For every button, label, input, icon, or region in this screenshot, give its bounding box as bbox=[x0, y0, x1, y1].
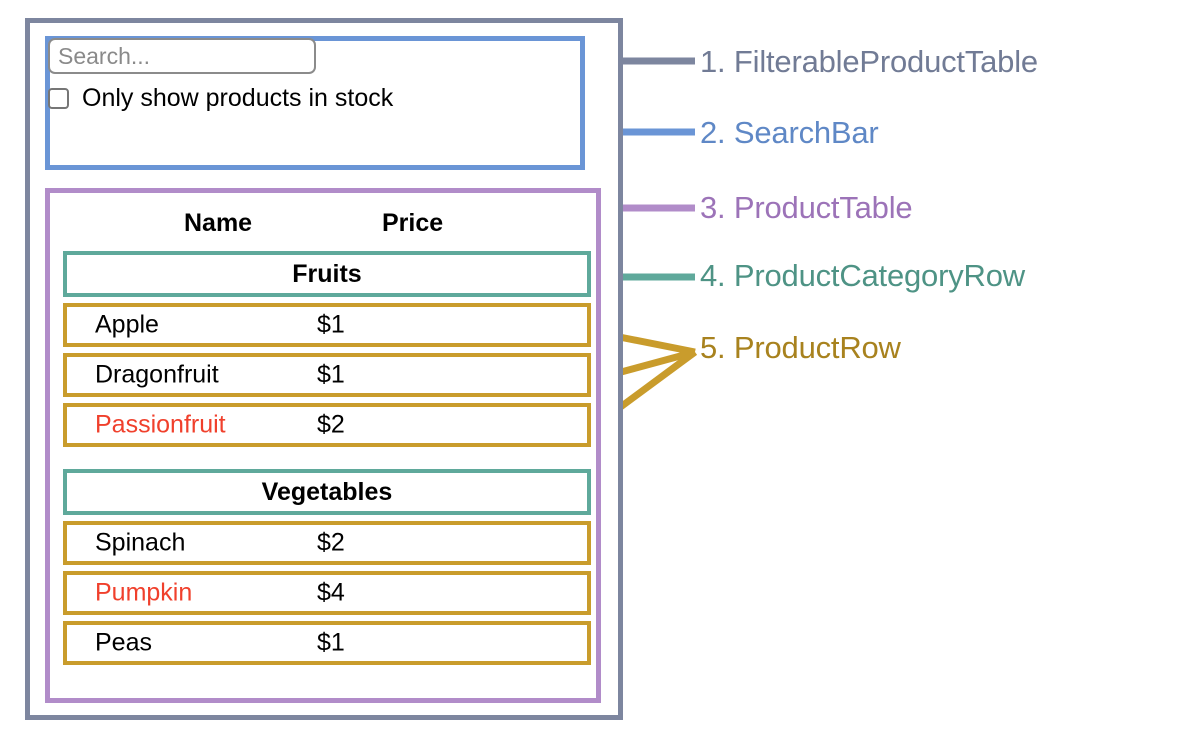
product-name: Passionfruit bbox=[95, 410, 226, 439]
column-header-name: Name bbox=[184, 208, 253, 237]
product-row: Passionfruit $2 bbox=[63, 403, 591, 447]
only-in-stock-label: Only show products in stock bbox=[82, 84, 394, 112]
product-name: Spinach bbox=[95, 528, 186, 557]
product-price: $1 bbox=[317, 310, 345, 339]
annotation-3-number: 3. bbox=[700, 190, 726, 225]
product-row: Apple $1 bbox=[63, 303, 591, 347]
annotation-1-filterable-product-table: 1. FilterableProductTable bbox=[700, 44, 1038, 80]
annotation-1-number: 1. bbox=[700, 44, 726, 79]
product-category-label: Vegetables bbox=[261, 477, 393, 506]
product-name: Apple bbox=[95, 310, 159, 339]
product-category-label: Fruits bbox=[292, 259, 362, 288]
annotation-2-label: SearchBar bbox=[733, 115, 879, 150]
annotation-5-number: 5. bbox=[700, 330, 726, 365]
annotation-4-product-category-row: 4. ProductCategoryRow bbox=[700, 258, 1025, 294]
only-in-stock-row[interactable]: Only show products in stock bbox=[48, 86, 393, 111]
table-header-row: Name Price bbox=[50, 201, 596, 245]
product-price: $1 bbox=[317, 360, 345, 389]
annotation-4-label: ProductCategoryRow bbox=[733, 258, 1025, 293]
product-row: Spinach $2 bbox=[63, 521, 591, 565]
product-row: Pumpkin $4 bbox=[63, 571, 591, 615]
product-price: $1 bbox=[317, 628, 345, 657]
annotation-4-number: 4. bbox=[700, 258, 726, 293]
product-category-row: Fruits bbox=[63, 251, 591, 297]
product-name: Peas bbox=[95, 628, 152, 657]
product-name: Dragonfruit bbox=[95, 360, 219, 389]
annotation-5-product-row: 5. ProductRow bbox=[700, 330, 901, 366]
annotation-1-label: FilterableProductTable bbox=[733, 44, 1038, 79]
product-price: $2 bbox=[317, 410, 345, 439]
only-in-stock-checkbox[interactable] bbox=[48, 88, 69, 109]
column-header-price: Price bbox=[382, 208, 444, 237]
product-row: Dragonfruit $1 bbox=[63, 353, 591, 397]
annotation-3-product-table: 3. ProductTable bbox=[700, 190, 913, 226]
product-price: $2 bbox=[317, 528, 345, 557]
search-input[interactable] bbox=[48, 38, 316, 74]
product-price: $4 bbox=[317, 578, 345, 607]
product-name: Pumpkin bbox=[95, 578, 193, 607]
annotation-3-label: ProductTable bbox=[733, 190, 913, 225]
annotation-2-number: 2. bbox=[700, 115, 726, 150]
product-category-row: Vegetables bbox=[63, 469, 591, 515]
annotation-2-search-bar: 2. SearchBar bbox=[700, 115, 879, 151]
product-row: Peas $1 bbox=[63, 621, 591, 665]
annotation-5-label: ProductRow bbox=[733, 330, 901, 365]
row-group-spacer bbox=[63, 453, 591, 469]
